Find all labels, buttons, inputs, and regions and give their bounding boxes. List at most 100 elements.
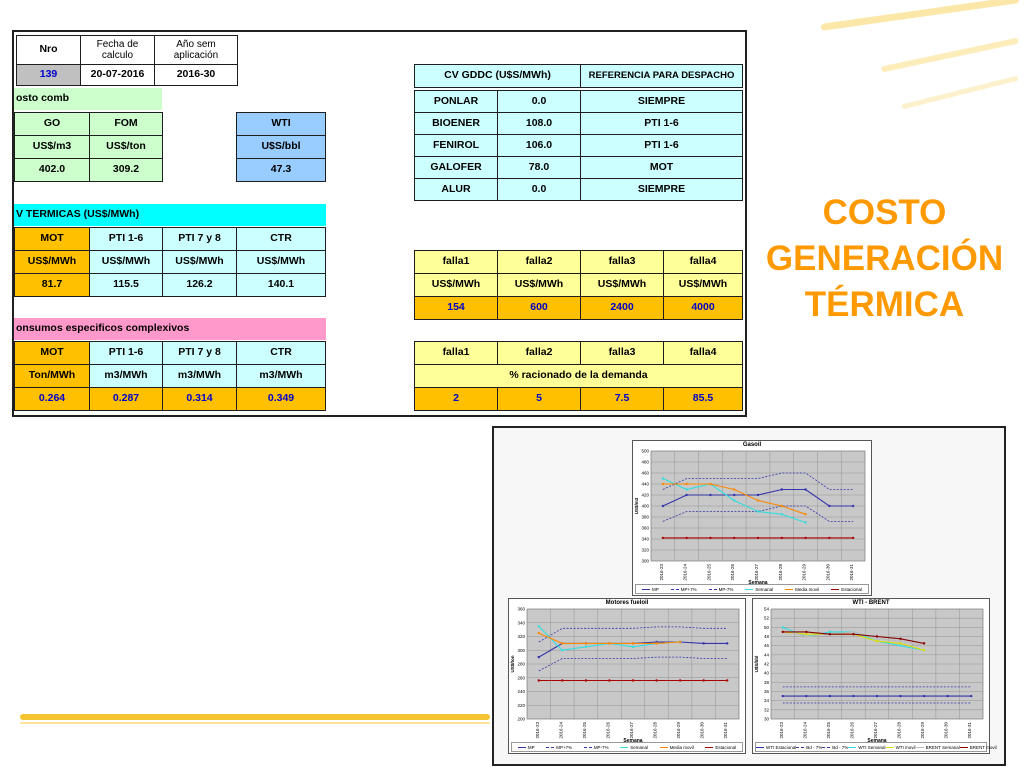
fuel-fom-unit: US$/ton [89, 135, 163, 159]
gddc-name-4: ALUR [414, 178, 498, 201]
fuel-fom-header: FOM [89, 112, 163, 136]
data-point [804, 488, 807, 491]
data-point [899, 642, 902, 645]
data-point [851, 504, 855, 508]
data-point [537, 679, 540, 682]
legend-entry: Semanal [620, 745, 648, 750]
y-axis-label: U$S/bbl [754, 656, 759, 673]
falla-unit-3: US$/MWh [663, 273, 743, 297]
x-tick-label: 2016-29 [676, 722, 681, 739]
x-tick-label: 2016-27 [754, 564, 759, 581]
fecha-value: 20-07-2016 [80, 64, 155, 86]
chart-title: WTI - BRENT [852, 600, 890, 606]
legend-label: BRENT Semanal [925, 744, 960, 750]
x-tick-label: 2016-25 [582, 722, 587, 739]
data-point [733, 499, 736, 502]
y-tick-label: 34 [764, 698, 770, 703]
data-point [685, 482, 688, 486]
x-tick-label: 2016-28 [778, 564, 783, 581]
anio-value: 2016-30 [154, 64, 238, 86]
legend-entry: MP-7% [708, 587, 733, 592]
series-line [538, 626, 728, 643]
data-point [561, 642, 564, 645]
falla-header-1: falla2 [497, 250, 581, 274]
legend-swatch [745, 588, 754, 590]
fuel-go-unit: US$/m3 [14, 135, 90, 159]
hdr-fecha: Fecha de calculo [80, 35, 155, 65]
gddc-ref-3: MOT [580, 156, 743, 179]
legend-swatch [831, 588, 840, 590]
x-tick-label: 2016-30 [944, 722, 949, 739]
data-point [608, 679, 611, 682]
cons-unit-2: m3/MWh [162, 364, 237, 388]
falla-header-0: falla1 [414, 250, 498, 274]
title-line-2: GENERACIÓN [765, 239, 1004, 278]
legend-label: Media movil [669, 744, 694, 750]
data-point [661, 536, 665, 540]
y-tick-label: 52 [764, 616, 770, 621]
x-tick-label: 2016-26 [849, 722, 854, 739]
data-point [537, 631, 540, 635]
cv-unit-2: US$/MWh [162, 250, 237, 274]
falla-unit-1: US$/MWh [497, 273, 581, 297]
x-axis-label: Semana [748, 580, 767, 586]
cv-header-3: CTR [236, 227, 326, 251]
legend-entry: MP+7% [546, 745, 572, 750]
data-point [726, 642, 729, 645]
y-tick-label: 50 [764, 625, 770, 630]
legend-label: WTI Estacional [766, 744, 797, 750]
legend-swatch [642, 588, 650, 590]
data-point [875, 635, 879, 638]
series-line [662, 472, 854, 490]
y-tick-label: 360 [641, 526, 649, 531]
cv-value-0: 81.7 [14, 273, 90, 297]
cv-unit-0: US$/MWh [14, 250, 90, 274]
data-point [655, 679, 658, 682]
data-point [756, 493, 760, 497]
cons-header-3: CTR [236, 341, 326, 365]
falla2-header-2: falla3 [580, 341, 664, 365]
y-tick-label: 300 [641, 559, 649, 564]
decor-stroke [880, 37, 1020, 73]
legend-swatch [959, 746, 968, 748]
cons-unit-3: m3/MWh [236, 364, 326, 388]
x-tick-label: 2016-27 [873, 722, 878, 739]
decor-bottom-line [20, 714, 490, 720]
gddc-name-1: BIOENER [414, 112, 498, 135]
data-point [733, 536, 736, 540]
data-point [685, 493, 688, 497]
cv-value-2: 126.2 [162, 273, 237, 297]
data-point [537, 624, 540, 628]
data-point [804, 536, 807, 540]
x-axis-label: Semana [623, 738, 642, 744]
gddc-name-2: FENIROL [414, 134, 498, 157]
cons-value-2: 0.314 [162, 387, 237, 411]
gddc-ref-0: SIEMPRE [580, 90, 743, 113]
slide-title: COSTO GENERACIÓN TÉRMICA [745, 190, 1024, 328]
gddc-ref-header: REFERENCIA PARA DESPACHO [580, 64, 743, 88]
cv-value-3: 140.1 [236, 273, 326, 297]
legend-swatch [620, 746, 629, 748]
decor-bottom-line [20, 722, 490, 724]
data-point [805, 635, 808, 638]
legend-label: Bd - 7% [806, 744, 823, 750]
y-tick-label: 44 [764, 652, 770, 657]
x-tick-label: 2016-26 [730, 564, 735, 581]
gddc-name-0: PONLAR [414, 90, 498, 113]
data-point [852, 630, 855, 634]
x-tick-label: 2016-31 [723, 722, 728, 739]
data-point [804, 521, 807, 524]
gddc-ref-1: PTI 1-6 [580, 112, 743, 135]
gddc-val-0: 0.0 [497, 90, 581, 113]
title-line-3: TÉRMICA [804, 285, 965, 324]
legend-label: BRENT movil [969, 744, 997, 750]
data-point [709, 536, 712, 540]
cv-unit-1: US$/MWh [89, 250, 163, 274]
x-tick-label: 2016-25 [706, 564, 711, 581]
legend-swatch [517, 746, 526, 748]
cons-value-0: 0.264 [14, 387, 90, 411]
data-point [805, 630, 808, 634]
data-point [678, 679, 682, 682]
